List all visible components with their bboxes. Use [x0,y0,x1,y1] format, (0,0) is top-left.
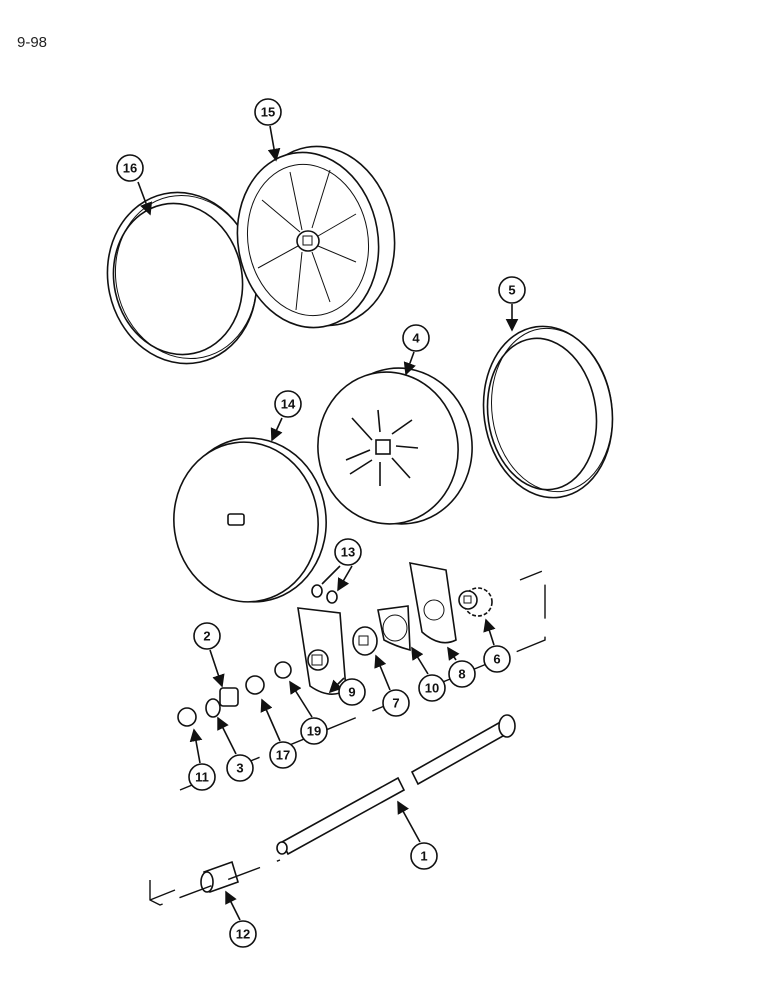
callout-6: 6 [483,645,511,673]
tire-16 [106,191,258,365]
svg-text:12: 12 [236,927,250,942]
sprocket-6 [458,587,493,617]
svg-text:2: 2 [203,629,210,644]
svg-text:17: 17 [276,748,290,763]
page-number: 9-98 [17,34,48,51]
callout-11: 11 [188,763,216,791]
callout-19: 19 [300,717,328,745]
callout-2: 2 [193,622,221,650]
svg-text:8: 8 [458,667,465,682]
svg-text:4: 4 [412,331,420,346]
svg-text:7: 7 [392,696,399,711]
callout-1: 1 [410,842,438,870]
svg-text:6: 6 [493,652,500,667]
callout-15: 15 [254,98,282,126]
svg-text:5: 5 [508,283,515,298]
tire-5 [482,325,614,499]
leader-lines [137,125,519,921]
bearing-plate-9 [297,607,347,695]
svg-text:9: 9 [348,685,355,700]
wheel-4 [317,367,473,525]
svg-text:15: 15 [261,105,275,120]
svg-text:13: 13 [341,545,355,560]
shaft-1 [276,714,516,856]
callout-4: 4 [402,324,430,352]
sleeve-12 [200,860,239,894]
wheel-14 [173,437,327,603]
svg-text:19: 19 [307,724,321,739]
callout-14: 14 [274,390,302,418]
callout-10: 10 [418,674,446,702]
svg-text:14: 14 [281,397,296,412]
wheel-15-spokes [257,169,357,311]
svg-text:1: 1 [420,849,427,864]
bearing-plate-8 [409,561,457,644]
callout-12: 12 [229,920,257,948]
svg-text:16: 16 [123,161,137,176]
group-boundary-lines [149,568,546,906]
bearing-7 [352,626,378,656]
callout-5: 5 [498,276,526,304]
washer-19 [274,661,292,679]
svg-text:3: 3 [236,761,243,776]
callout-7: 7 [382,689,410,717]
wheel-15 [236,145,396,329]
callout-3: 3 [226,754,254,782]
callout-8: 8 [448,660,476,688]
callout-17: 17 [269,741,297,769]
svg-text:11: 11 [195,770,209,785]
flangette-10 [377,605,411,652]
washer-17 [245,675,265,695]
nut-11 [177,707,197,727]
callout-13: 13 [334,538,362,566]
callout-9: 9 [338,678,366,706]
washer-3 [205,698,221,718]
callout-16: 16 [116,154,144,182]
svg-text:10: 10 [425,681,439,696]
collar-2 [219,687,239,707]
pins-13 [311,584,338,604]
